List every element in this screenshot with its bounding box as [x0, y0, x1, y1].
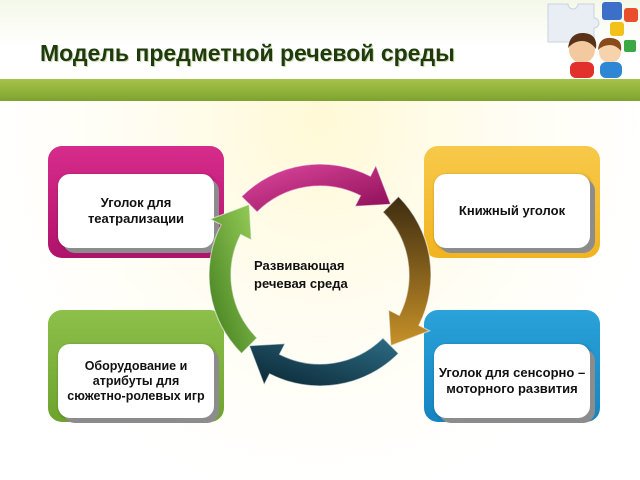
card-label: Книжный уголок — [434, 174, 590, 248]
puzzle-piece-icon — [624, 40, 636, 52]
card-book-corner: Книжный уголок — [424, 146, 600, 258]
card-theatre-corner: Уголок для театрализации — [48, 146, 224, 258]
center-label-line: речевая среда — [254, 276, 348, 291]
puzzle-piece-icon — [610, 22, 624, 36]
slide-title: Модель предметной речевой среды — [40, 40, 455, 66]
header-accent-bar — [0, 79, 640, 101]
header-band — [0, 0, 640, 78]
center-label-line: Развивающая — [254, 258, 345, 273]
card-label: Уголок для сенсорно – моторного развития — [434, 344, 590, 418]
puzzle-piece-icon — [624, 8, 638, 22]
child-hair-icon — [568, 32, 597, 49]
child-body-icon — [570, 62, 594, 78]
card-label: Оборудование и атрибуты для сюжетно-роле… — [58, 344, 214, 418]
center-label: Развивающая речевая среда — [254, 257, 384, 293]
cycle-arrow-icon — [208, 203, 258, 355]
puzzle-children-illustration — [547, 2, 638, 78]
child-face-icon — [569, 37, 595, 63]
cycle-arrow-icon — [382, 195, 432, 347]
child-hair-icon — [598, 37, 622, 51]
cycle-diagram — [208, 163, 432, 387]
card-label: Уголок для театрализации — [58, 174, 214, 248]
child-body-icon — [600, 62, 622, 78]
child-face-icon — [599, 41, 621, 63]
cycle-arrow-icon — [240, 163, 392, 213]
cycle-arrow-icon — [248, 337, 400, 387]
card-role-play-equipment: Оборудование и атрибуты для сюжетно-роле… — [48, 310, 224, 422]
card-sensorimotor-corner: Уголок для сенсорно – моторного развития — [424, 310, 600, 422]
puzzle-piece-icon — [602, 2, 622, 20]
